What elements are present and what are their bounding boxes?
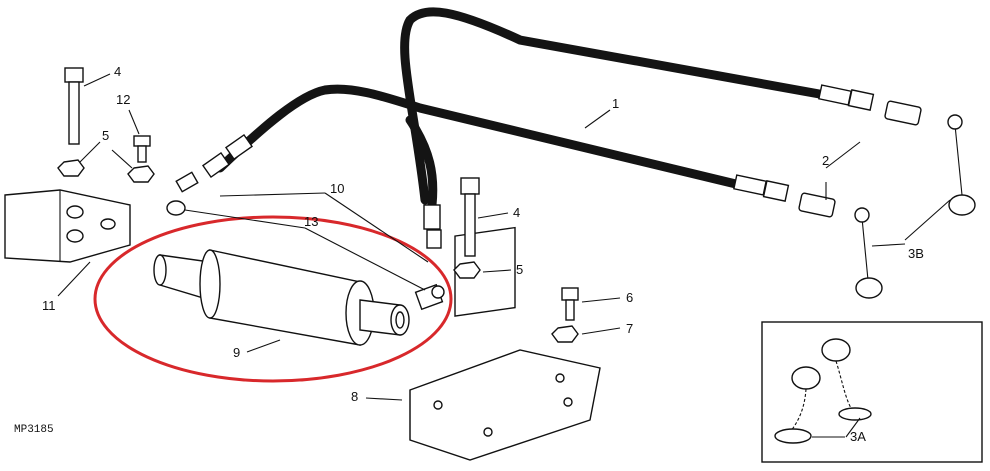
drop-hose-nut: [426, 229, 442, 249]
callout-10: 10: [330, 181, 344, 196]
callout-3b: 3B: [908, 246, 924, 261]
lower-dust-cap: [855, 277, 883, 299]
left-hose-fitting: [224, 133, 254, 161]
upper-hose-nut: [847, 89, 875, 111]
cylinder-elbow: [414, 283, 445, 311]
callout-2: 2: [822, 153, 829, 168]
inset-ring-left: [774, 428, 812, 444]
callout-9: 9: [233, 345, 240, 360]
upper-hose-fitting: [818, 84, 852, 106]
dust-caps: [854, 114, 976, 299]
bolt-shank-right: [464, 193, 476, 257]
callout-11: 11: [42, 298, 56, 313]
callout-5-right: 5: [516, 262, 523, 277]
callout-8: 8: [351, 389, 358, 404]
callout-7: 7: [626, 321, 633, 336]
callout-4-top: 4: [114, 64, 121, 79]
drop-hose-fitting: [423, 204, 441, 230]
upper-dust-cap: [948, 194, 976, 216]
nut-right: [453, 261, 481, 279]
callout-1: 1: [612, 96, 619, 111]
left-hose-nut: [201, 151, 231, 179]
left-elbow-fitting: [166, 200, 186, 216]
drop-hose: [405, 115, 438, 210]
hydraulic-hoses: [215, 7, 830, 210]
hydraulic-cylinder: [153, 249, 410, 346]
inset-cap-left: [791, 366, 821, 390]
callout-5-left: 5: [102, 128, 109, 143]
left-hardware: [57, 67, 155, 183]
lower-hose: [215, 84, 745, 190]
lower-hose-fitting: [733, 174, 767, 196]
callout-6: 6: [626, 290, 633, 305]
callout-12: 12: [116, 92, 130, 107]
cap-screw-right-shank: [565, 299, 575, 321]
cap-screw-shank: [137, 145, 147, 163]
lower-hose-nut: [762, 180, 790, 202]
quick-couplers: [798, 100, 922, 218]
highlight-ellipse: [93, 215, 453, 383]
figure-code: MP3185: [14, 424, 54, 436]
callout-labels: 4 12 5 1 2 3B 10 13 4 5 6 7 8 9 11 3A MP…: [14, 64, 924, 444]
nut-left-a: [57, 159, 85, 177]
cap-screw-head: [133, 135, 151, 147]
lower-cap-ring: [854, 207, 870, 223]
upper-coupler: [884, 100, 922, 126]
inset-cap-right: [821, 338, 851, 362]
leader-lines: [57, 73, 951, 438]
inset-ring-right: [838, 407, 872, 421]
lower-coupler: [798, 192, 836, 218]
nut-left-b: [127, 165, 155, 183]
callout-4-mid: 4: [513, 205, 520, 220]
bolt-head-left: [64, 67, 84, 83]
nut-right-small: [551, 325, 579, 343]
upper-cap-ring: [947, 114, 963, 130]
left-adapter: [175, 171, 199, 193]
hose-fittings: [166, 84, 875, 249]
right-hardware: [453, 177, 579, 343]
callout-3a: 3A: [850, 429, 866, 444]
bolt-head-right: [460, 177, 480, 195]
base-mount: [409, 226, 601, 461]
inset-detail: [761, 321, 983, 463]
callout-13: 13: [304, 214, 318, 229]
cap-screw-right-head: [561, 287, 579, 301]
rod-end-bracket: [4, 189, 131, 263]
bolt-shank-left: [68, 81, 80, 145]
